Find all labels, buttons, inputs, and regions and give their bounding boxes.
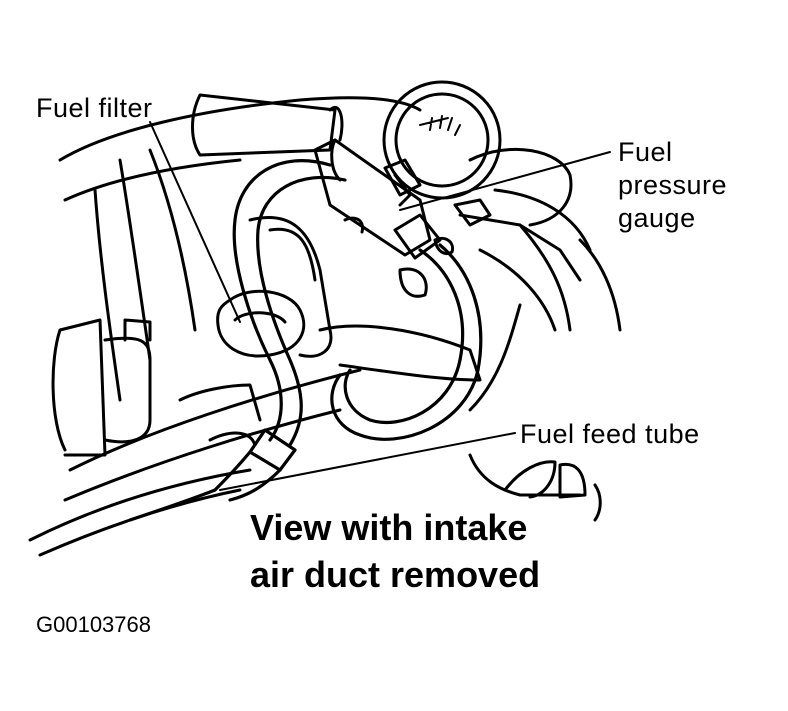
pressure-gauge-drawing — [313, 80, 502, 260]
fuel-hoses — [128, 159, 483, 522]
fuel-pressure-gauge-line-3: gauge — [618, 202, 696, 233]
view-caption: View with intake air duct removed — [250, 505, 540, 599]
fuel-pressure-gauge-line-2: pressure — [618, 169, 728, 200]
fuel-pressure-gauge-leader — [399, 151, 611, 211]
fuel-filter-label: Fuel filter — [36, 93, 153, 123]
figure-id: G00103768 — [36, 612, 151, 637]
fuel-feed-tube-label: Fuel feed tube — [520, 419, 700, 449]
view-caption-line-2: air duct removed — [250, 553, 541, 595]
view-caption-line-1: View with intake — [250, 507, 528, 548]
engine-structure — [28, 93, 622, 557]
fuel-filter-leader — [149, 121, 241, 323]
fuel-pressure-gauge-line-1: Fuel — [618, 137, 673, 167]
fuel-pressure-gauge-label: Fuel pressure gauge — [618, 136, 727, 235]
